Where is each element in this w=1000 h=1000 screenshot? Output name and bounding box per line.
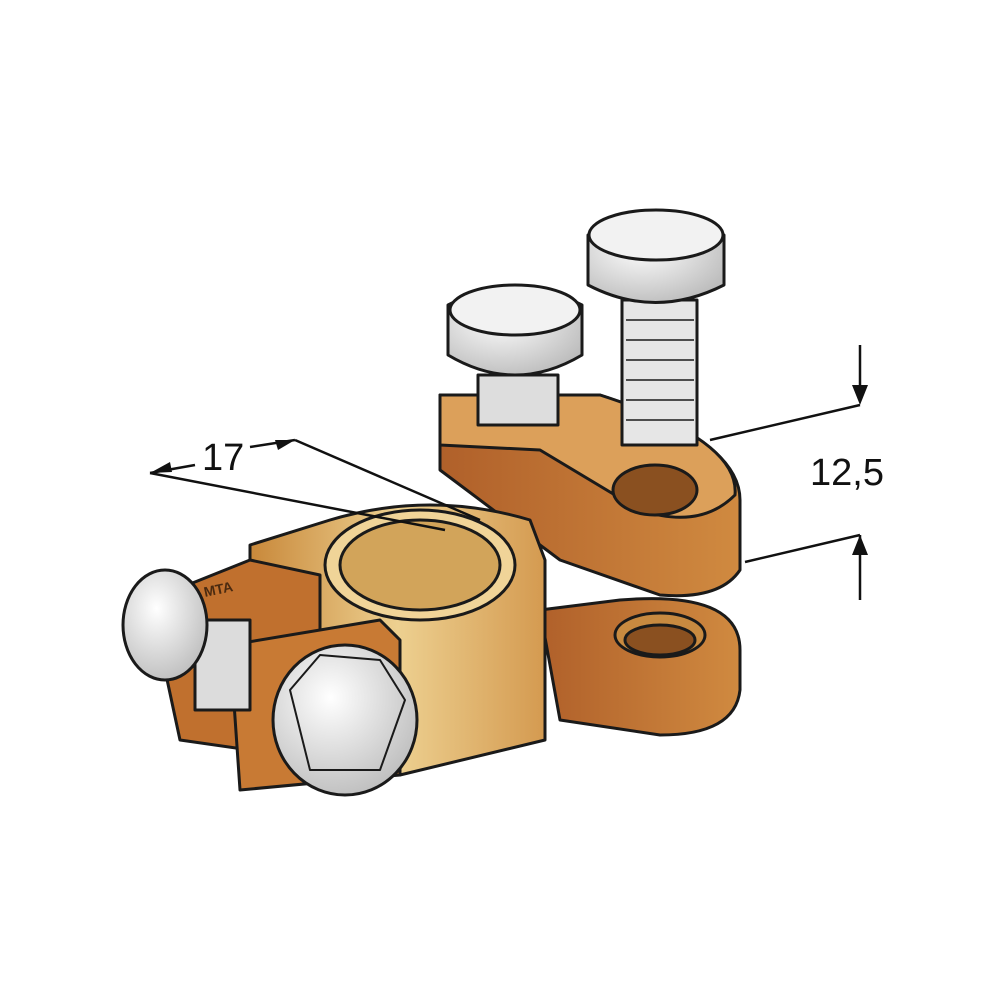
lower-lug — [538, 597, 742, 737]
height-dimension-label: 12,5 — [810, 452, 884, 494]
clamp-bolt — [121, 568, 419, 797]
small-bolt — [446, 283, 584, 427]
dimension-lines — [149, 345, 868, 600]
tall-bolt — [586, 208, 726, 447]
mta-logo: MTA — [202, 578, 234, 600]
width-dimension-label: 17 — [202, 437, 244, 479]
